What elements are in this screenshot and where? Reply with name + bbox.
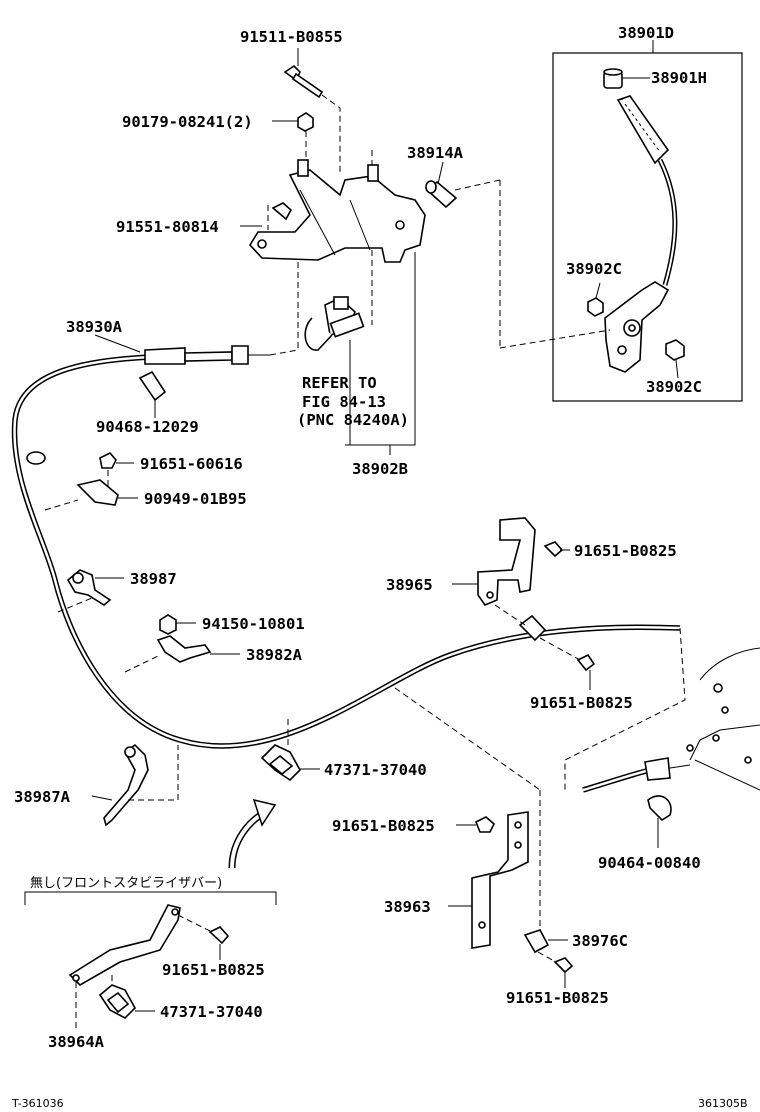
- label-90468-12029: 90468-12029: [96, 418, 199, 436]
- nut-38902C-lower: [665, 339, 685, 361]
- label-38987A: 38987A: [14, 788, 71, 806]
- clamp-47371-37040-lower: [98, 984, 136, 1019]
- switch-connector: [304, 296, 365, 351]
- label-38901D: 38901D: [618, 24, 674, 42]
- label-91651-B0825-a: 91651-B0825: [574, 542, 677, 560]
- refer-line-3: (PNC 84240A): [297, 411, 409, 429]
- bolt-91651-B0825-c: [474, 816, 495, 833]
- label-38930A: 38930A: [66, 318, 123, 336]
- label-91651-B0825-c: 91651-B0825: [332, 817, 435, 835]
- label-94150-10801: 94150-10801: [202, 615, 305, 633]
- label-47371-37040-lower: 47371-37040: [160, 1003, 263, 1021]
- label-38965: 38965: [386, 576, 433, 594]
- cable-clamp: [518, 614, 547, 642]
- nut-94150-10801: [159, 614, 177, 635]
- clip-90464-00840: [647, 795, 672, 822]
- label-38902B: 38902B: [352, 460, 408, 478]
- label-38963: 38963: [384, 898, 431, 916]
- label-38982A: 38982A: [246, 646, 303, 664]
- label-91651-B0825-d: 91651-B0825: [506, 989, 609, 1007]
- refer-line-2: FIG 84-13: [302, 393, 386, 411]
- footer-right-code: 361305B: [698, 1097, 748, 1110]
- clip-90468-12029: [138, 370, 167, 402]
- label-91651-B0825-e: 91651-B0825: [162, 961, 265, 979]
- bolt-91651-B0825-b: [576, 653, 596, 672]
- refer-line-1: REFER TO: [302, 374, 377, 392]
- label-38964A: 38964A: [48, 1033, 105, 1051]
- bolt-91511-B0855: [283, 64, 324, 99]
- variant-note: 無し(フロントスタビライザバー): [30, 876, 222, 891]
- label-38902C-upper: 38902C: [566, 260, 622, 278]
- nut-38902C-upper: [587, 297, 604, 317]
- label-90464-00840: 90464-00840: [598, 854, 701, 872]
- label-47371-37040-upper: 47371-37040: [324, 761, 427, 779]
- label-38976C: 38976C: [572, 932, 628, 950]
- label-38901H: 38901H: [651, 69, 707, 87]
- bracket-38965: [477, 517, 536, 606]
- knob-cap-38901H: [603, 68, 623, 89]
- bolt-91651-B0825-a: [543, 541, 564, 558]
- clip-38987: [66, 569, 112, 606]
- nut-90179-08241: [297, 112, 314, 132]
- label-90949-01B95: 90949-01B95: [144, 490, 247, 508]
- footer-left-code: T-361036: [11, 1097, 64, 1110]
- label-91651-B0825-b: 91651-B0825: [530, 694, 633, 712]
- bracket-38987A: [103, 743, 149, 827]
- label-38987: 38987: [130, 570, 177, 588]
- clamp-47371-37040-upper: [260, 744, 301, 782]
- clip-38982A: [156, 635, 212, 663]
- label-91551-80814: 91551-80814: [116, 218, 219, 236]
- bolt-91651-B0825-d: [553, 957, 574, 974]
- clamp-90949-01B95: [76, 479, 119, 506]
- bolt-91651-60616: [99, 452, 117, 469]
- bracket-38963: [471, 811, 529, 949]
- label-91651-60616: 91651-60616: [140, 455, 243, 473]
- label-38914A: 38914A: [407, 144, 464, 162]
- rear-cable-end: [582, 757, 691, 793]
- label-91511-B0855: 91511-B0855: [240, 28, 343, 46]
- bolt-91551-80814: [271, 202, 293, 221]
- label-90179-08241: 90179-08241(2): [122, 113, 253, 131]
- support-bracket: [249, 159, 426, 263]
- label-38902C-lower: 38902C: [646, 378, 702, 396]
- release-lever-38901D: [604, 95, 678, 373]
- bracket-38964A: [68, 904, 181, 986]
- parking-brake-cable-38930A: [11, 345, 681, 749]
- clamp-38976C: [523, 929, 550, 954]
- variant-arrow: [228, 798, 277, 869]
- rear-housing-outline: [686, 647, 760, 791]
- bushing-38914A: [425, 180, 458, 209]
- bolt-91651-B0825-e: [208, 926, 230, 945]
- lever-assembly-box: [552, 52, 743, 402]
